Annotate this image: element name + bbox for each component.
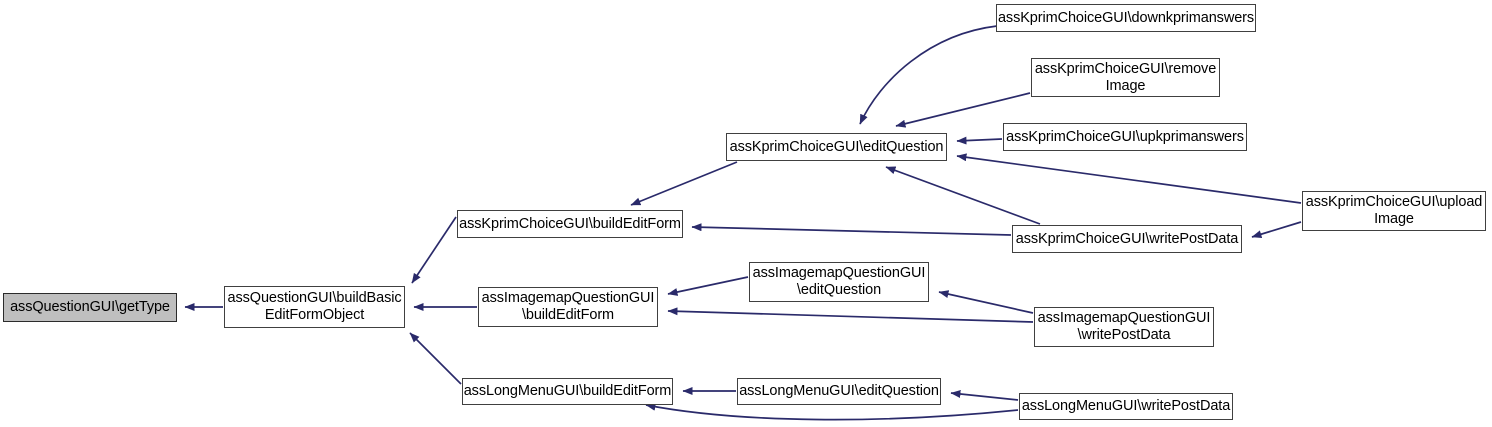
edge-kprimuploadimage-to-kprimeditquestion: [956, 153, 1302, 204]
graph-node-label: assImagemapQuestionGUI \writePostData: [1037, 310, 1211, 343]
graph-node-label: assLongMenuGUI\buildEditForm: [463, 383, 672, 399]
graph-node-label: assKprimChoiceGUI\editQuestion: [729, 138, 944, 155]
graph-node-label: assLongMenuGUI\writePostData: [1021, 398, 1231, 414]
edge-kprimeditquestion-to-kprimbuildeditform: [630, 161, 738, 206]
edge-kprimbuildeditform-to-buildbasiceditformobject: [411, 216, 457, 284]
graph-node-kprimUpkprimanswers[interactable]: assKprimChoiceGUI\upkprimanswers: [1003, 123, 1247, 151]
graph-node-label: assKprimChoiceGUI\remove Image: [1034, 60, 1217, 94]
edge-longmenuwritepostdata-to-longmenubuildeditform: [645, 402, 1019, 421]
graph-node-label: assKprimChoiceGUI\writePostData: [1015, 230, 1239, 247]
graph-node-label: assImagemapQuestionGUI \buildEditForm: [481, 290, 655, 323]
edge-kprimwritepostdata-to-kprimeditquestion: [885, 166, 1041, 225]
graph-node-label: assQuestionGUI\getType: [10, 299, 170, 315]
edge-imagemapwritepostdata-to-imagemapbuildeditform: [667, 307, 1034, 323]
graph-node-kprimEditQuestion[interactable]: assKprimChoiceGUI\editQuestion: [726, 133, 947, 161]
edge-longmenuwritepostdata-to-longmenueditquestion: [950, 390, 1019, 401]
graph-node-label: assKprimChoiceGUI\upload Image: [1305, 194, 1483, 227]
graph-node-longmenuEditQuestion[interactable]: assLongMenuGUI\editQuestion: [737, 378, 941, 405]
edge-kprimdownkprimanswers-to-kprimeditquestion: [859, 25, 998, 125]
graph-node-getType[interactable]: assQuestionGUI\getType: [3, 293, 177, 322]
graph-node-imagemapEditQuestion[interactable]: assImagemapQuestionGUI \editQuestion: [749, 262, 929, 302]
graph-node-kprimBuildEditForm[interactable]: assKprimChoiceGUI\buildEditForm: [457, 210, 683, 238]
graph-node-label: assLongMenuGUI\editQuestion: [739, 383, 939, 399]
graph-node-label: assKprimChoiceGUI\downkprimanswers: [997, 9, 1255, 26]
graph-node-label: assImagemapQuestionGUI \editQuestion: [752, 265, 926, 298]
graph-node-buildBasicEditFormObject[interactable]: assQuestionGUI\buildBasic EditFormObject: [224, 286, 405, 328]
graph-node-kprimDownkprimanswers[interactable]: assKprimChoiceGUI\downkprimanswers: [996, 4, 1256, 32]
edge-longmenubuildeditform-to-buildbasiceditformobject: [409, 332, 462, 385]
graph-node-imagemapWritePostData[interactable]: assImagemapQuestionGUI \writePostData: [1034, 307, 1214, 347]
graph-node-kprimRemoveImage[interactable]: assKprimChoiceGUI\remove Image: [1031, 58, 1220, 97]
graph-node-label: assQuestionGUI\buildBasic EditFormObject: [227, 290, 402, 323]
graph-node-label: assKprimChoiceGUI\buildEditForm: [459, 215, 681, 232]
edge-kprimuploadimage-to-kprimwritepostdata: [1251, 221, 1302, 239]
graph-node-label: assKprimChoiceGUI\upkprimanswers: [1006, 128, 1244, 145]
graph-node-imagemapBuildEditForm[interactable]: assImagemapQuestionGUI \buildEditForm: [478, 287, 658, 327]
edge-kprimremoveimage-to-kprimeditquestion: [895, 92, 1031, 128]
edge-imagemapwritepostdata-to-imagemapeditquestion: [938, 290, 1034, 314]
graph-node-longmenuWritePostData[interactable]: assLongMenuGUI\writePostData: [1019, 393, 1233, 420]
edge-imagemapeditquestion-to-imagemapbuildeditform: [667, 276, 749, 296]
graph-node-longmenuBuildEditForm[interactable]: assLongMenuGUI\buildEditForm: [462, 378, 673, 405]
edge-kprimwritepostdata-to-kprimbuildeditform: [691, 223, 1012, 236]
graph-node-kprimUploadImage[interactable]: assKprimChoiceGUI\upload Image: [1302, 191, 1486, 231]
graph-node-kprimWritePostData[interactable]: assKprimChoiceGUI\writePostData: [1012, 225, 1242, 253]
edge-kprimupkprimanswers-to-kprimeditquestion: [956, 136, 1003, 145]
